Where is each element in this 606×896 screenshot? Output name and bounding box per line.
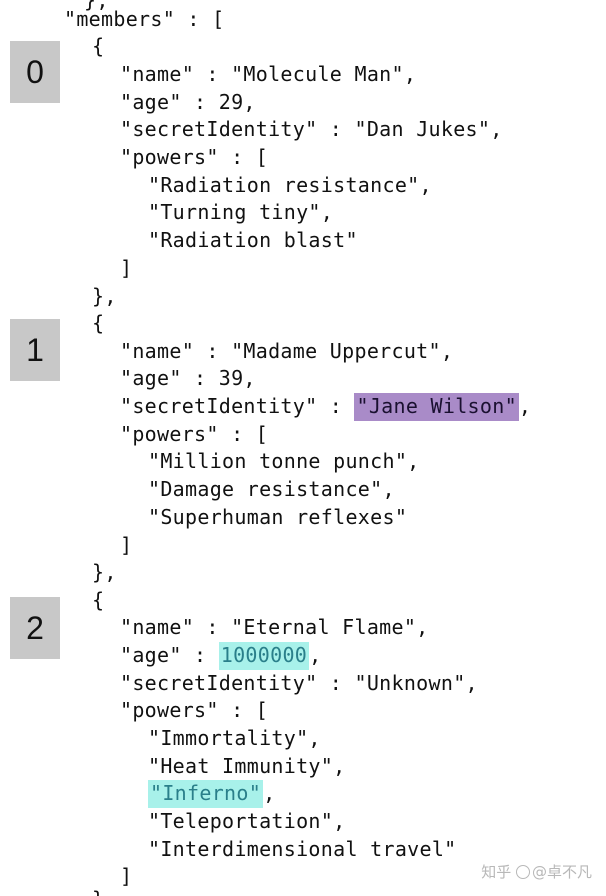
member-0-power-2: "Radiation blast" <box>148 228 358 252</box>
member-0-name-line: "name" : "Molecule Man", <box>120 62 417 86</box>
member-2-power-1: "Heat Immunity", <box>148 754 346 778</box>
watermark: 知乎 @卓不凡 <box>481 861 592 882</box>
member-0-power-1: "Turning tiny", <box>148 200 334 224</box>
member-1-open-brace: { <box>92 311 105 335</box>
watermark-brand: 知乎 <box>481 863 512 881</box>
member-2-power-3: "Teleportation", <box>148 809 346 833</box>
member-2-close-array: ] <box>120 864 133 888</box>
code-line-bottom-fragment: } <box>92 885 104 896</box>
age-suffix: , <box>309 643 322 667</box>
member-2-power-highlighted-line: "Inferno", <box>148 779 276 808</box>
member-0-open-brace: { <box>92 34 105 58</box>
paw-icon <box>515 865 530 879</box>
member-1-power-0: "Million tonne punch", <box>148 449 420 473</box>
member-2-name-line: "name" : "Eternal Flame", <box>120 615 429 639</box>
member-index-badge-1: 1 <box>10 319 60 381</box>
member-2-powers-key-line: "powers" : [ <box>120 698 269 722</box>
identity-value: "Dan Jukes" <box>354 117 491 141</box>
member-0-powers-key-line: "powers" : [ <box>120 145 269 169</box>
member-2-age-line: "age" : 1000000, <box>120 641 322 670</box>
highlighted-power: "Inferno" <box>148 780 264 808</box>
member-1-name-line: "name" : "Madame Uppercut", <box>120 339 454 363</box>
member-1-age-line: "age" : 39, <box>120 366 256 390</box>
age-key: "age" : <box>120 643 219 667</box>
members-key-line: "members" : [ <box>64 7 225 31</box>
member-0-power-0: "Radiation resistance", <box>148 173 432 197</box>
member-2-open-brace: { <box>92 588 105 612</box>
member-1-power-2: "Superhuman reflexes" <box>148 505 408 529</box>
member-index-badge-2: 2 <box>10 597 60 659</box>
highlighted-age-value: 1000000 <box>218 642 310 670</box>
member-0-identity-line: "secretIdentity" : "Dan Jukes", <box>120 115 503 143</box>
member-2-power-4: "Interdimensional travel" <box>148 837 457 861</box>
power-suffix: , <box>263 781 276 805</box>
member-1-close-array: ] <box>120 533 133 557</box>
highlighted-identity-value: "Jane Wilson" <box>354 393 519 421</box>
watermark-author: @卓不凡 <box>531 863 592 881</box>
member-1-close-brace: }, <box>92 560 117 584</box>
code-line-top-fragment: }, <box>84 0 109 12</box>
member-0-age-line: "age" : 29, <box>120 90 256 114</box>
member-1-powers-key-line: "powers" : [ <box>120 422 269 446</box>
member-index-badge-0: 0 <box>10 41 60 103</box>
member-1-identity-line: "secretIdentity" : "Jane Wilson", <box>120 392 532 421</box>
identity-key: "secretIdentity" : <box>120 394 355 418</box>
identity-suffix: , <box>490 117 503 141</box>
identity-key: "secretIdentity" : <box>120 117 355 141</box>
member-1-power-1: "Damage resistance", <box>148 477 395 501</box>
identity-suffix: , <box>518 394 532 418</box>
member-2-power-0: "Immortality", <box>148 726 321 750</box>
member-0-close-brace: }, <box>92 284 117 308</box>
member-2-identity-line: "secretIdentity" : "Unknown", <box>120 671 478 695</box>
member-0-close-array: ] <box>120 256 133 280</box>
